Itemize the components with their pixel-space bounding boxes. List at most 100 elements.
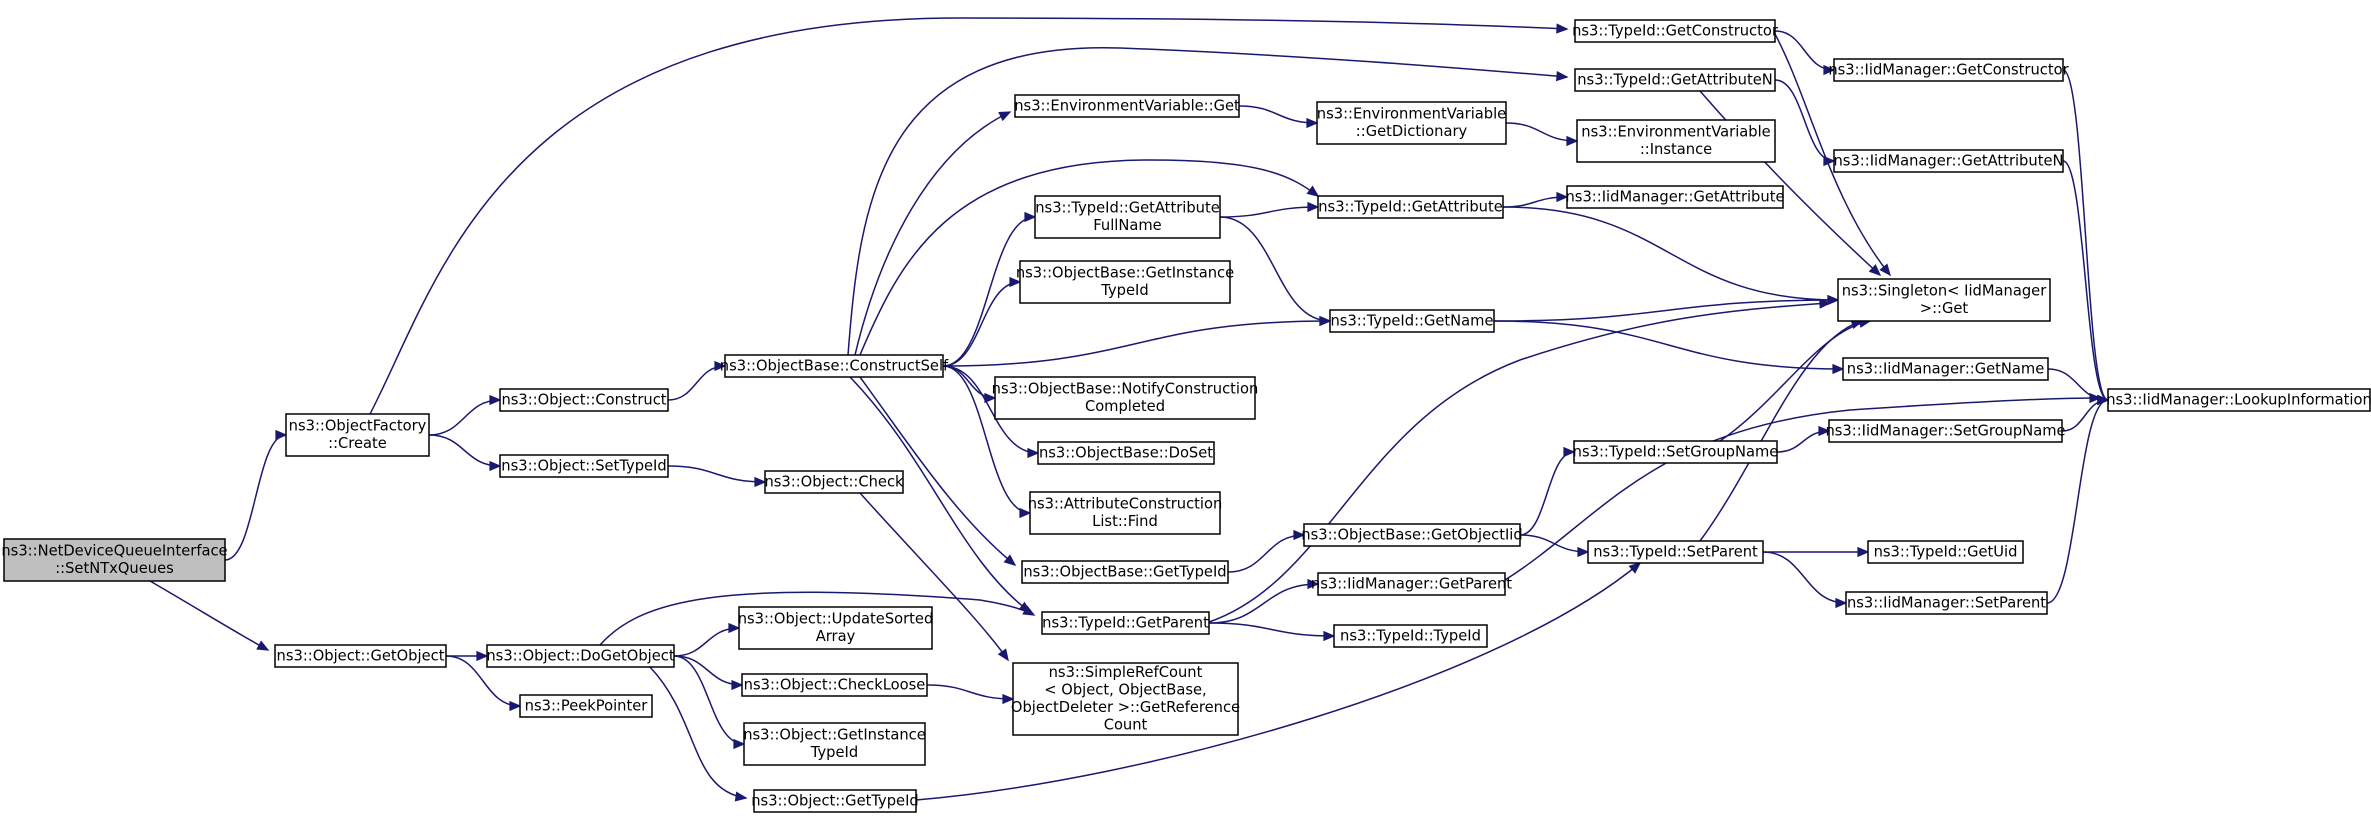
- node-label: ns3::Object::DoGetObject: [486, 647, 674, 664]
- node-n27[interactable]: ns3::TypeId::SetGroupName: [1573, 440, 1779, 464]
- node-label: ns3::TypeId::GetConstructor: [1572, 22, 1779, 39]
- node-box: [1316, 101, 1507, 145]
- node-n41[interactable]: ns3::Object::GetTypeId: [751, 789, 919, 813]
- node-n33[interactable]: ns3::TypeId::TypeId: [1333, 624, 1488, 648]
- node-label: ns3::IidManager::SetParent: [1847, 594, 2046, 611]
- edge-n9-n15: [942, 315, 1332, 367]
- node-box: [1012, 662, 1239, 736]
- node-box: [519, 694, 653, 718]
- node-label: ns3::PeekPointer: [525, 697, 649, 714]
- node-n12[interactable]: ns3::TypeId::GetAttribute: [1317, 195, 1504, 219]
- edge-n11-n21: [1238, 105, 1319, 129]
- node-label: ns3::IidManager::GetParent: [1311, 575, 1512, 592]
- edge-n20-n32: [1208, 578, 1320, 624]
- node-box: [1041, 611, 1210, 635]
- node-n21[interactable]: ns3::EnvironmentVariable::GetDictionary: [1316, 101, 1507, 145]
- node-box: [1317, 195, 1504, 219]
- node-n34[interactable]: ns3::Object::Check: [764, 470, 904, 494]
- node-label: ns3::Singleton< IidManager: [1842, 283, 2047, 300]
- node-label: TypeId: [1100, 282, 1148, 299]
- edge-n12-n24: [1502, 191, 1569, 208]
- node-n22[interactable]: ns3::EnvironmentVariable::Instance: [1576, 119, 1776, 163]
- node-n24[interactable]: ns3::IidManager::GetAttribute: [1566, 185, 1785, 209]
- node-label: TypeId: [810, 744, 858, 761]
- node-label: ns3::SimpleRefCount: [1049, 664, 1203, 681]
- node-label: ns3::IidManager::SetGroupName: [1825, 422, 2065, 439]
- edge-n36-n41: [649, 666, 748, 802]
- node-label: List::Find: [1092, 513, 1158, 530]
- node-n30[interactable]: ns3::TypeId::GetUid: [1867, 540, 2024, 564]
- edge-layer: [149, 17, 2110, 802]
- node-label: ns3::Object::SetTypeId: [501, 457, 666, 474]
- node-label: ns3::Object::GetTypeId: [751, 792, 919, 809]
- node-label: ObjectDeleter >::GetReference: [1011, 699, 1240, 716]
- edge-n19-n26: [1227, 529, 1306, 573]
- node-label: ns3::ObjectBase::GetObjectIid: [1301, 526, 1522, 543]
- node-label: Completed: [1085, 398, 1165, 415]
- node-label: ns3::NetDeviceQueueInterface: [1, 543, 227, 560]
- node-label: ns3::TypeId::GetAttribute: [1318, 198, 1503, 215]
- node-label: FullName: [1093, 217, 1161, 234]
- node-box: [1333, 624, 1488, 648]
- node-n19[interactable]: ns3::ObjectBase::GetTypeId: [1021, 560, 1229, 584]
- node-box: [1833, 149, 2064, 173]
- node-label: ns3::IidManager::GetName: [1847, 360, 2044, 377]
- node-box: [2107, 388, 2371, 412]
- node-box: [753, 789, 917, 813]
- edge-n4-n9: [667, 360, 727, 401]
- node-n0[interactable]: ns3::NetDeviceQueueInterface::SetNTxQueu…: [1, 538, 228, 582]
- node-n31[interactable]: ns3::IidManager::SetParent: [1845, 591, 2048, 615]
- node-n20[interactable]: ns3::TypeId::GetParent: [1041, 611, 1210, 635]
- node-n6[interactable]: ns3::IidManager::GetConstructor: [1828, 58, 2070, 82]
- node-label: ::GetDictionary: [1356, 123, 1468, 140]
- node-label: ns3::ObjectBase::ConstructSelf: [720, 357, 949, 374]
- node-n11[interactable]: ns3::EnvironmentVariable::Get: [1014, 94, 1240, 118]
- node-n17[interactable]: ns3::ObjectBase::DoSet: [1037, 441, 1215, 465]
- node-n39[interactable]: ns3::Object::CheckLoose: [741, 673, 928, 697]
- node-label: ns3::TypeId::GetUid: [1874, 543, 2018, 560]
- node-n16[interactable]: ns3::ObjectBase::NotifyConstructionCompl…: [992, 376, 1259, 420]
- edge-n21-n22: [1505, 122, 1579, 147]
- node-n32[interactable]: ns3::IidManager::GetParent: [1311, 572, 1512, 596]
- node-n29[interactable]: ns3::IidManager::SetGroupName: [1825, 419, 2066, 443]
- node-n28[interactable]: ns3::TypeId::SetParent: [1587, 540, 1764, 564]
- node-n8[interactable]: ns3::IidManager::LookupInformation: [2106, 388, 2371, 412]
- node-n4[interactable]: ns3::Object::Construct: [499, 388, 669, 412]
- node-box: [499, 454, 669, 478]
- edge-n39-n35: [926, 684, 1015, 705]
- node-n9[interactable]: ns3::ObjectBase::ConstructSelf: [720, 354, 949, 378]
- edge-n15-n7: [1493, 294, 1840, 322]
- edge-n12-n7: [1502, 206, 1840, 306]
- node-n35[interactable]: ns3::SimpleRefCount< Object, ObjectBase,…: [1011, 662, 1240, 736]
- node-n5[interactable]: ns3::Object::SetTypeId: [499, 454, 669, 478]
- node-box: [1828, 419, 2063, 443]
- edge-n9-n12: [859, 159, 1320, 356]
- node-n36[interactable]: ns3::Object::DoGetObject: [486, 644, 675, 668]
- edge-n36-n40: [673, 655, 746, 750]
- edge-n13-n15: [1219, 216, 1332, 327]
- node-n3[interactable]: ns3::TypeId::GetConstructor: [1572, 19, 1779, 43]
- node-n26[interactable]: ns3::ObjectBase::GetObjectIid: [1301, 523, 1523, 547]
- node-n37[interactable]: ns3::PeekPointer: [519, 694, 653, 718]
- node-label: ns3::EnvironmentVariable::Get: [1014, 97, 1240, 114]
- node-n7[interactable]: ns3::Singleton< IidManager>::Get: [1837, 278, 2051, 322]
- node-n1[interactable]: ns3::ObjectFactory::Create: [285, 413, 430, 457]
- node-box: [1014, 94, 1240, 118]
- node-box: [1019, 260, 1231, 304]
- node-label: ns3::Object::CheckLoose: [744, 676, 926, 693]
- node-box: [738, 606, 933, 650]
- node-n10[interactable]: ns3::TypeId::GetAttributeN: [1574, 68, 1776, 92]
- node-n2[interactable]: ns3::Object::GetObject: [274, 644, 447, 668]
- edge-n27-n29: [1776, 425, 1831, 453]
- node-n15[interactable]: ns3::TypeId::GetName: [1329, 309, 1495, 333]
- node-n23[interactable]: ns3::IidManager::GetAttributeN: [1833, 149, 2064, 173]
- node-label: Count: [1104, 717, 1148, 734]
- edge-n20-n7: [1208, 298, 1832, 623]
- node-n25[interactable]: ns3::IidManager::GetName: [1842, 357, 2049, 381]
